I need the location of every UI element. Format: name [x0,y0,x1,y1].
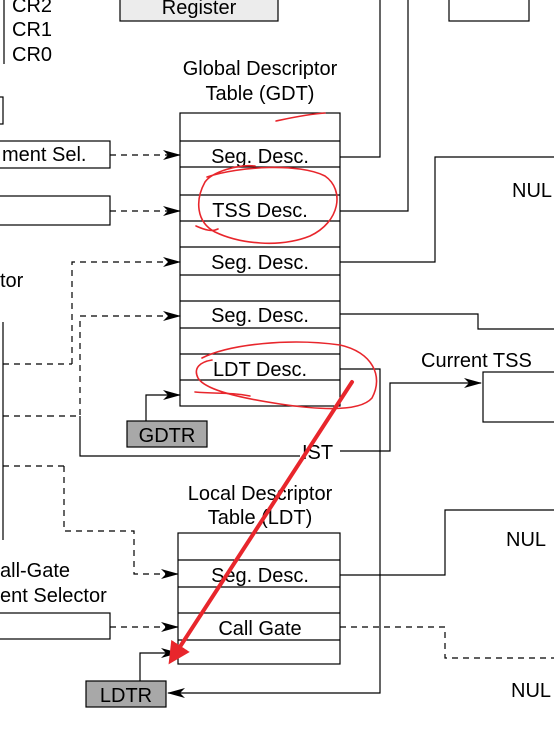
gdt-entry-ldt-desc: LDT Desc. [213,359,307,381]
ldt-seg-link [340,509,554,576]
red-underline-ldt [194,391,251,397]
gdt-seg1-link [340,0,381,158]
call-gate-label-1: all-Gate [0,560,70,582]
ldt-entry-seg-desc: Seg. Desc. [211,565,309,587]
gdtr-arrow [145,390,181,421]
call-gate-label-2: ent Selector [0,585,107,607]
gdt-title-line2: Table (GDT) [206,83,315,105]
left-tor-label: tor [0,270,24,292]
dash-to-gdt-seg3 [48,311,181,417]
nul-label-3: NUL [511,680,551,702]
ldtr-to-ldt-arrow [139,648,179,681]
nul-label-2: NUL [506,529,546,551]
gdt-entry-seg-desc-3: Seg. Desc. [211,305,309,327]
cr1-label: CR1 [12,19,52,41]
gdt-title-line1: Global Descriptor [183,58,338,80]
segment-selector-label: ment Sel. [2,144,86,166]
left-small-box [0,96,4,125]
gdt-table [179,112,341,407]
gdtr-label: GDTR [139,425,196,447]
red-tick-tss [195,225,219,232]
register-label: Register [162,0,237,19]
cr0-label: CR0 [12,44,52,66]
red-circle-tss-desc [197,164,338,244]
ist-line-left [79,416,300,457]
gdt-seg2-link [340,156,554,263]
top-right-box [448,0,530,22]
red-arrow-ldt-desc-to-ldtr [168,380,354,665]
gdt-entry-seg-desc-2: Seg. Desc. [211,252,309,274]
tss-selector-box [0,195,111,226]
ldtr-register [85,680,167,708]
segment-selector-box [0,140,111,169]
gdt-entry-tss-desc: TSS Desc. [212,200,308,222]
dash-to-ldt-seg [63,466,179,579]
gdt-entry-seg-desc-1: Seg. Desc. [211,146,309,168]
current-tss-box [482,371,554,423]
dash-to-gdt-seg2 [71,257,181,364]
ldt-entry-call-gate: Call Gate [218,618,301,640]
nul-label-1: NUL [512,180,552,202]
call-gate-link [340,626,554,659]
ldt-desc-to-ldtr-arrow [167,451,381,698]
ist-line-right [340,368,381,452]
ldt-title-line1: Local Descriptor [188,483,333,505]
red-underline-title [275,112,326,122]
ldt-table [177,532,341,665]
red-circle-ldt-desc [195,341,378,410]
register-box [119,0,279,22]
cr2-label: CR2 [12,0,52,17]
ldtr-label: LDTR [100,685,152,707]
gdtr-register [126,420,208,448]
current-tss-arrow [380,378,482,452]
call-gate-selector-box [0,612,111,640]
ldt-title-line2: Table (LDT) [208,507,312,529]
gdt-seg3-link [340,313,554,330]
current-tss-label: Current TSS [421,350,532,372]
gdt-tss-link [340,0,409,212]
